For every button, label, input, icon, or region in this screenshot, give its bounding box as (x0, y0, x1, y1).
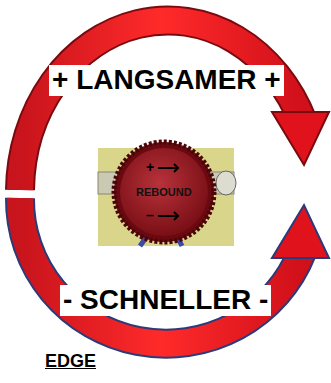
knob-rim (114, 142, 214, 242)
arrow-symbol (158, 212, 178, 220)
arrow-symbol (158, 164, 178, 172)
arrow-head (272, 112, 329, 165)
knob-symbol: – (146, 208, 154, 223)
arrow-head (272, 205, 329, 258)
slower-label: + LANGSAMER + (49, 65, 284, 96)
faster-label: - SCHNELLER - (60, 285, 271, 316)
rebound-knob (120, 148, 208, 236)
screw (216, 171, 236, 195)
knob-label: REBOUND (136, 186, 192, 198)
knob-symbol: + (146, 160, 154, 175)
brand-label: EDGE (45, 352, 96, 372)
